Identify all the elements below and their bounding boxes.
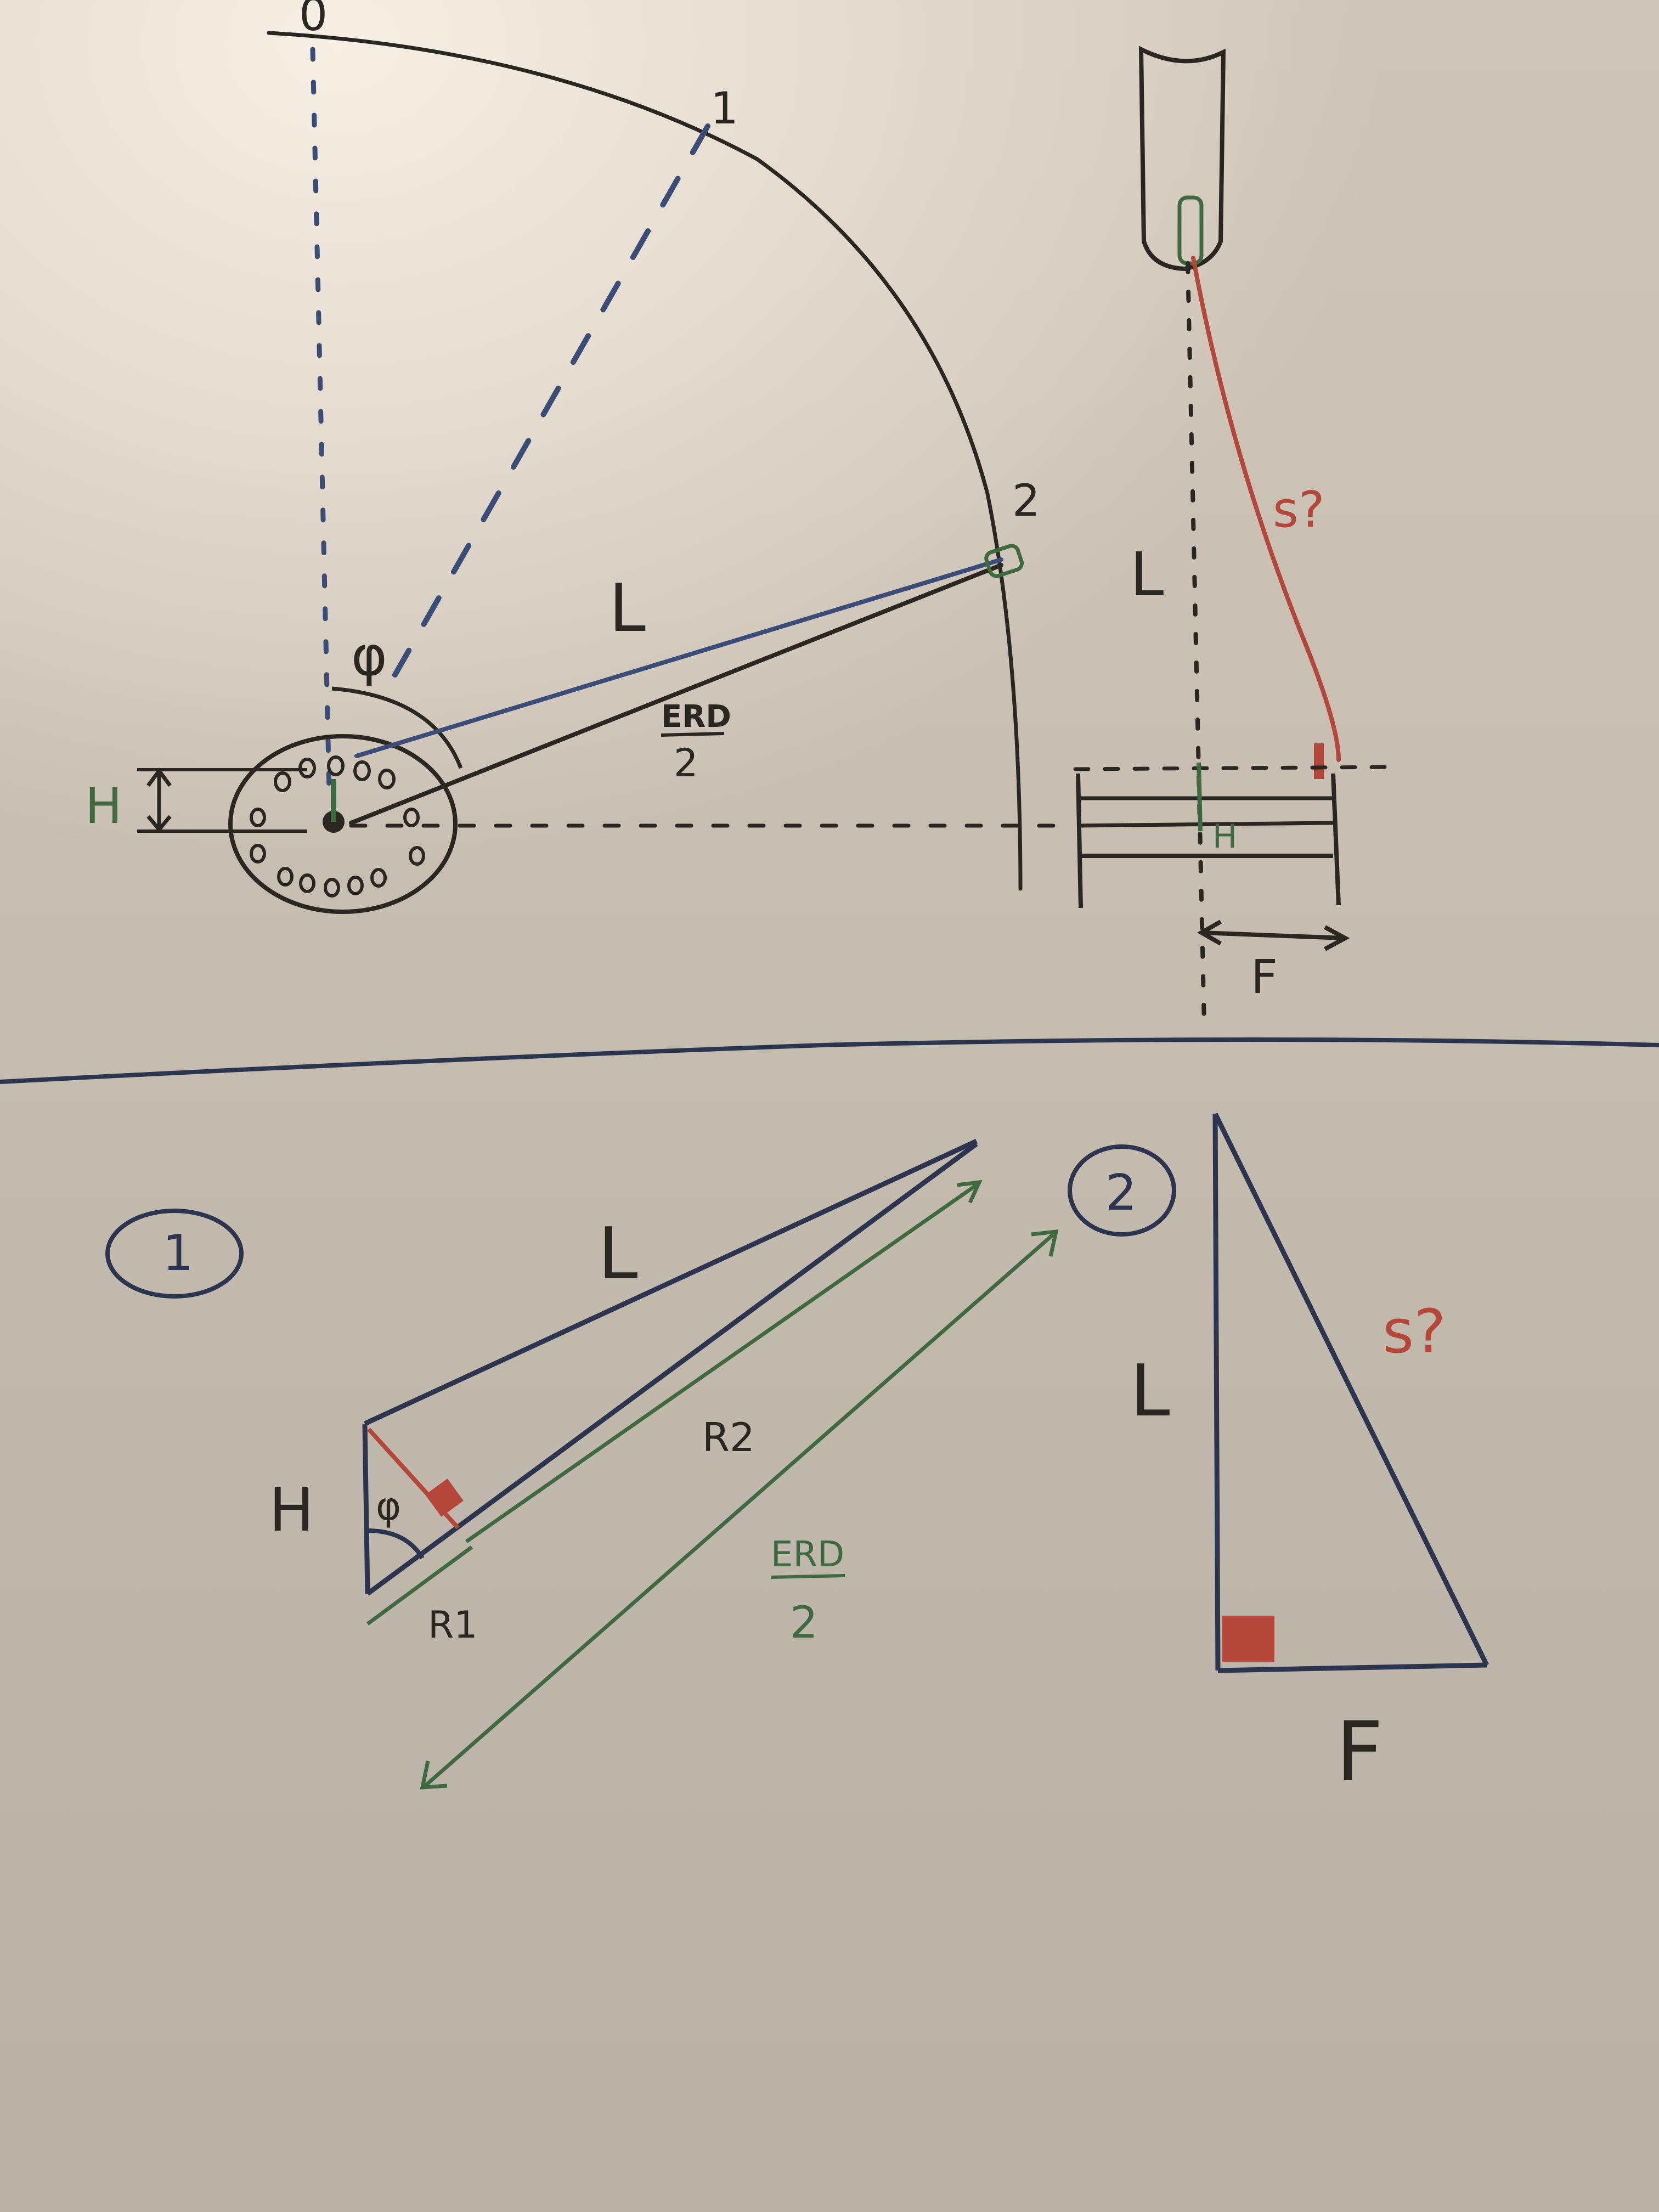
triangle-2-diagram: 2 L s? F xyxy=(1068,1113,1489,1800)
spoke-holes xyxy=(250,755,425,898)
r1-arrow xyxy=(366,1545,473,1626)
label-L-tri1: L xyxy=(598,1212,637,1295)
label-H-side: H xyxy=(1212,817,1237,856)
erd-arrow-head-top xyxy=(1031,1229,1059,1257)
hub-side-right-wall xyxy=(1331,773,1341,906)
label-R1: R1 xyxy=(428,1604,478,1647)
spoke-line-L xyxy=(354,557,1003,758)
f-arrow xyxy=(1201,930,1345,940)
circle-2-label: 2 xyxy=(1105,1164,1137,1222)
hub-side-line-2 xyxy=(1077,821,1334,828)
h-arrow-head-top xyxy=(146,768,172,787)
tri2-side-L xyxy=(1212,1113,1221,1671)
label-0: 0 xyxy=(299,0,328,41)
rim-arc xyxy=(267,31,1023,891)
vertical-axis-0 xyxy=(310,47,332,793)
spoke-end-red xyxy=(1314,743,1324,779)
tri1-side-hyp xyxy=(366,1142,978,1596)
side-view-sketch: s? L H F xyxy=(1073,46,1401,1028)
label-erd-den-tri1: 2 xyxy=(790,1597,818,1648)
erd-fraction-bar-tri1 xyxy=(770,1574,845,1579)
triangle-1-diagram: 1 L H φ R2 R1 ERD 2 xyxy=(105,1138,1059,1790)
label-2: 2 xyxy=(1012,475,1040,526)
label-erd-num-top: ERD xyxy=(661,699,731,735)
label-H-top: H xyxy=(85,777,122,835)
phi-angle-arc xyxy=(331,686,463,769)
f-arrow-head-right xyxy=(1324,925,1350,951)
label-s-top: s? xyxy=(1273,481,1325,539)
section-divider xyxy=(0,1037,1659,1084)
hub-flange xyxy=(228,734,458,914)
side-h-marker xyxy=(1197,762,1203,832)
rim-profile xyxy=(1138,46,1226,272)
circle-1-label: 1 xyxy=(162,1224,194,1282)
spoke-s-red xyxy=(1191,256,1341,762)
nipple-side xyxy=(1177,195,1204,266)
label-L-top: L xyxy=(609,571,646,647)
tri2-side-s xyxy=(1212,1113,1489,1666)
erd-arrow-head-bottom xyxy=(420,1760,448,1790)
label-s-tri2: s? xyxy=(1383,1296,1446,1367)
label-H-tri1: H xyxy=(269,1475,314,1545)
hub-side-left-wall xyxy=(1076,773,1083,909)
label-phi-tri1: φ xyxy=(376,1484,401,1529)
label-erd-num-tri1: ERD xyxy=(771,1534,844,1575)
tri1-phi-arc xyxy=(367,1528,425,1560)
side-vertical-center xyxy=(1186,261,1206,1028)
hub-wheel-sketch: 0 1 2 L φ ERD 2 H xyxy=(85,0,1056,914)
r2-arrow xyxy=(465,1183,978,1543)
tri1-right-angle xyxy=(425,1479,464,1517)
circle-1 xyxy=(105,1209,244,1299)
label-L-tri2: L xyxy=(1130,1349,1170,1432)
label-1: 1 xyxy=(710,83,738,134)
nipple-point-2 xyxy=(984,544,1024,578)
h-arrow-head-bottom xyxy=(146,815,172,833)
erd-fraction-bar-top xyxy=(661,732,725,737)
label-F-side: F xyxy=(1251,950,1278,1005)
dashed-line-1 xyxy=(392,123,710,678)
tri2-side-F xyxy=(1217,1662,1487,1673)
tri1-side-H xyxy=(362,1423,370,1594)
tri2-right-angle xyxy=(1222,1616,1274,1662)
spoke-line-erd-half xyxy=(349,563,1003,825)
label-phi-top: φ xyxy=(351,624,387,688)
f-arrow-head-left xyxy=(1197,919,1222,946)
label-R2: R2 xyxy=(702,1414,755,1460)
label-F-tri2: F xyxy=(1336,1705,1383,1800)
label-erd-den-top: 2 xyxy=(674,741,698,786)
side-flange-line xyxy=(1073,765,1401,771)
circle-2 xyxy=(1068,1144,1176,1237)
r2-arrow-head xyxy=(957,1180,983,1204)
label-L-side: L xyxy=(1130,539,1164,610)
erd-half-arrow xyxy=(424,1233,1055,1787)
tri1-side-L xyxy=(364,1138,978,1426)
